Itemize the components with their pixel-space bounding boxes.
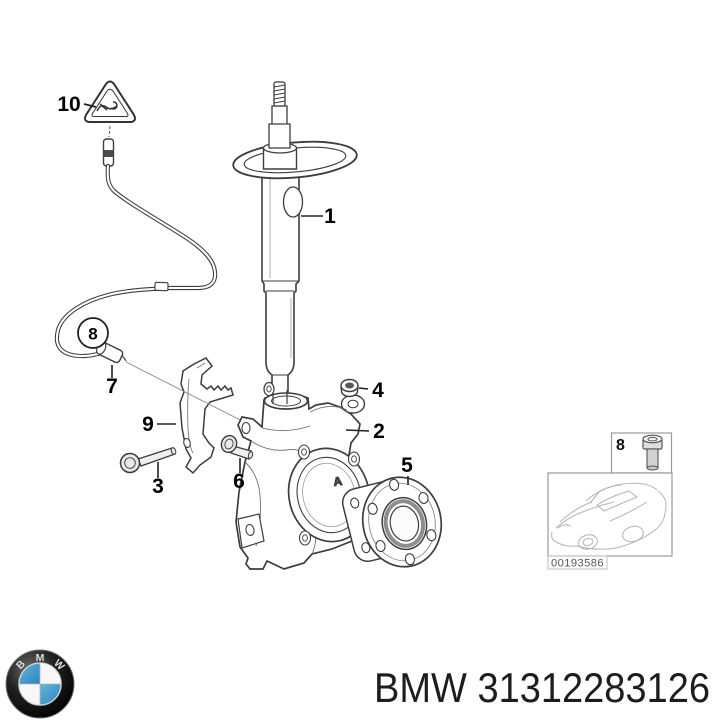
bmw-quadrant-nw: [19, 663, 40, 684]
bmw-quadrant-se: [40, 684, 61, 705]
cutter-pictogram-icon: [96, 101, 118, 112]
bmw-quadrant-ne: [40, 663, 61, 684]
inset-vehicle-frame: [547, 472, 673, 557]
inset-vehicle-box: 00193586: [547, 472, 673, 570]
bmw-logo-letter-m: M: [36, 652, 45, 664]
callout-6: 6: [233, 470, 245, 493]
steering-knuckle: A: [235, 381, 371, 570]
callout-7: 7: [106, 375, 118, 398]
callout-9: 9: [142, 413, 154, 436]
socket-bolt: [642, 434, 663, 471]
abs-sensor: [96, 341, 127, 364]
bolt-3: [119, 447, 177, 474]
bmw-logo: B M W: [5, 649, 75, 719]
nut-4: [340, 378, 359, 398]
strut-side-detail: [282, 186, 304, 218]
inset-callout-8: 8: [616, 437, 625, 454]
vehicle-thumbnail: [551, 482, 667, 550]
callout-10: 10: [57, 93, 80, 116]
svg-text:8: 8: [88, 325, 97, 344]
bolt-6-head: [220, 434, 238, 454]
bmw-quadrant-sw: [19, 684, 40, 705]
callout-3: 3: [152, 475, 164, 498]
part-number-caption: BMW 31312283126: [374, 664, 710, 711]
callout-8-circled: 8: [77, 317, 109, 349]
warning-triangle: [83, 80, 136, 138]
cable-clip: [154, 281, 169, 292]
wheel-hub: [341, 476, 443, 568]
knuckle-cast-mark: A: [332, 474, 343, 489]
inset-bolt-box: 8: [610, 432, 673, 474]
arm-boss: [340, 394, 366, 414]
bolt-3-shaft: [137, 447, 176, 467]
callout-leaders: [111, 215, 409, 485]
cable-bracket: [179, 357, 234, 475]
callout-5: 5: [401, 454, 413, 477]
warning-triangle-outline: [84, 80, 136, 123]
sensor-axis-line: [125, 361, 259, 430]
bolt-6: [220, 434, 254, 460]
abs-sensor-cable: [54, 138, 218, 364]
strut-assembly: [232, 81, 358, 401]
callout-1: 1: [324, 205, 336, 228]
bracket-outline: [179, 357, 234, 475]
bolt-3-head: [119, 452, 141, 474]
frame-number: 00193586: [551, 558, 604, 570]
piston-rod: [268, 105, 291, 149]
frame-number-box: [547, 555, 608, 570]
callout-2: 2: [373, 420, 385, 443]
callout-4: 4: [372, 379, 384, 402]
